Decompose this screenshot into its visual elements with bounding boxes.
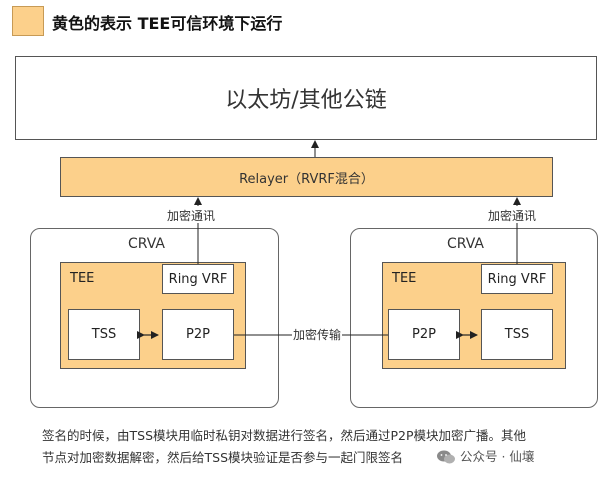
right-p2p-box: P2P <box>388 309 460 360</box>
legend-swatch <box>12 6 44 36</box>
left-tee-label: TEE <box>70 271 95 286</box>
right-tss-label: TSS <box>504 327 530 342</box>
left-ring-vrf-box: Ring VRF <box>162 264 234 294</box>
left-p2p-box: P2P <box>162 309 234 360</box>
right-ring-vrf-box: Ring VRF <box>481 264 553 294</box>
chain-box: 以太坊/其他公链 <box>15 56 597 140</box>
right-crva-title: CRVA <box>447 236 484 252</box>
relayer-label: Relayer（RVRF混合） <box>239 171 374 187</box>
caption-line-1: 签名的时候，由TSS模块用临时私钥对数据进行签名，然后通过P2P模块加密广播。其… <box>42 428 527 443</box>
right-p2p-label: P2P <box>412 327 436 342</box>
left-ring-vrf-label: Ring VRF <box>168 271 228 287</box>
left-edge-label: 加密通讯 <box>167 207 216 224</box>
wechat-icon <box>436 449 456 465</box>
right-ring-vrf-label: Ring VRF <box>487 271 547 287</box>
right-tss-box: TSS <box>481 309 553 360</box>
caption-line-2: 节点对加密数据解密，然后给TSS模块验证是否参与一起门限签名 <box>42 450 404 465</box>
watermark-text: 公众号 · 仙壤 <box>460 449 535 464</box>
left-crva-title: CRVA <box>128 236 165 252</box>
right-tee-label: TEE <box>392 271 417 286</box>
chain-label: 以太坊/其他公链 <box>225 88 387 113</box>
left-p2p-label: P2P <box>186 327 210 342</box>
right-edge-label: 加密通讯 <box>488 207 537 224</box>
legend-text: 黄色的表示 TEE可信环境下运行 <box>52 14 283 33</box>
left-tss-label: TSS <box>91 327 117 342</box>
relayer-box: Relayer（RVRF混合） <box>60 157 553 197</box>
middle-edge-label: 加密传输 <box>292 326 343 343</box>
